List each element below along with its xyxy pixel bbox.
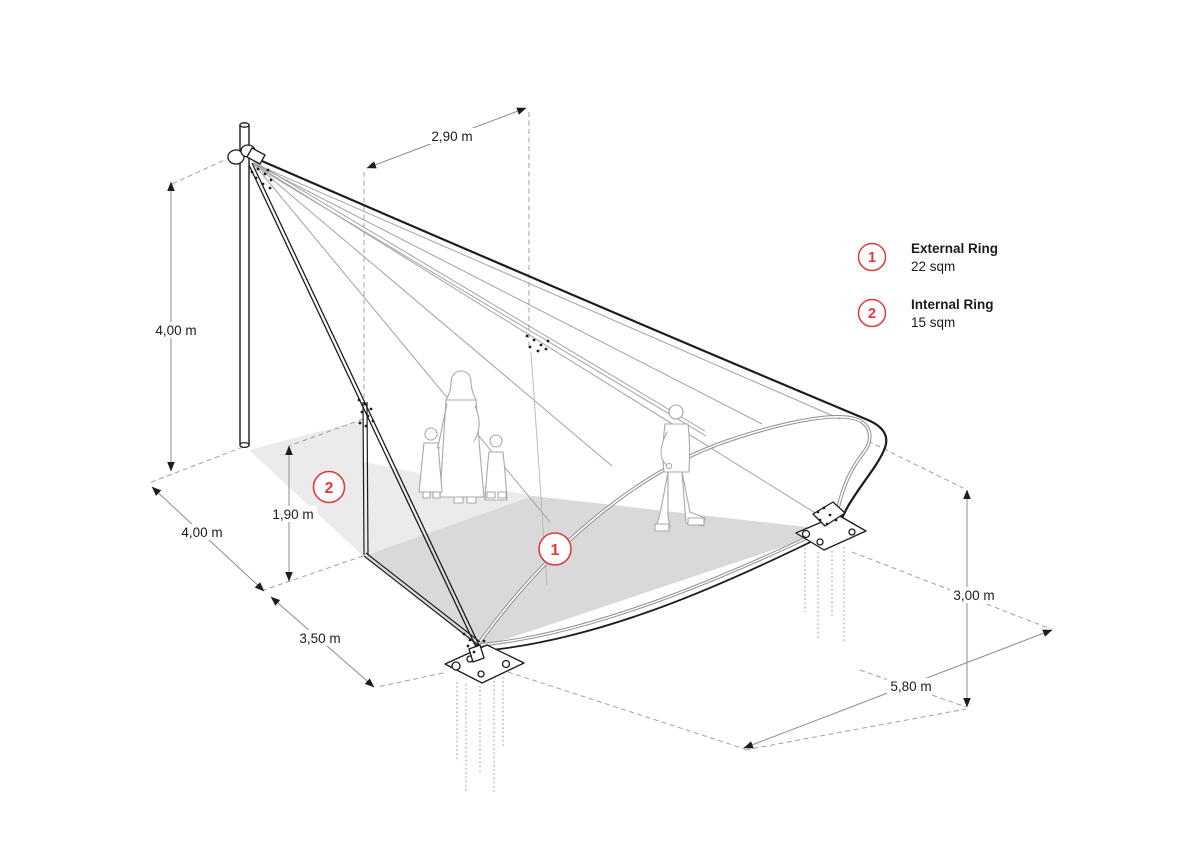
dimension-ground-back-edge: 4,00 m (151, 486, 265, 592)
external-ring-far-arc-core (478, 416, 871, 644)
stay-connector-bolts (357, 398, 375, 428)
mast (227, 122, 273, 449)
dimension-mast-height: 4,00 m (152, 181, 200, 472)
radial-cable (252, 162, 841, 420)
man-figure (654, 404, 706, 532)
right-anchor-bolts (816, 506, 838, 526)
dimension-label-ring-end-height: 3,00 m (953, 588, 994, 603)
membrane-left-edge (363, 552, 481, 646)
mast-base-cap (239, 441, 250, 449)
radial-cable (252, 162, 763, 425)
dimension-annotations: 2,90 m 4,00 m 4,00 m 1,90 m 3,50 m 3,00 … (151, 107, 1053, 749)
dimension-ring-end-height: 3,00 m (950, 489, 999, 708)
marker-external-ring: 1 (538, 532, 572, 566)
dimension-label-top-span: 2,90 m (431, 129, 472, 144)
membrane-bottom-edge (481, 530, 834, 652)
external-ring (477, 415, 872, 647)
internal-ring-edge-tube (362, 401, 369, 556)
right-ground-anchor (795, 501, 867, 642)
dimension-label-ground-front-edge: 3,50 m (299, 631, 340, 646)
dimension-label-mast-height: 4,00 m (155, 323, 196, 338)
external-ring-floor-shade (364, 496, 833, 648)
dimension-ground-front-edge: 3,50 m (270, 596, 375, 688)
dimension-ground-right-edge: 5,80 m (743, 629, 1053, 749)
internal-ring-wall-shade (249, 420, 363, 556)
floor-shading (249, 420, 833, 648)
ring-tip-extension-line (867, 440, 964, 489)
radial-strut-edge (252, 160, 706, 432)
membrane-top-edge (254, 156, 888, 525)
child-figure-left (418, 427, 443, 499)
legend-circle-1 (857, 242, 887, 272)
inner-top-extension-line (288, 418, 364, 447)
mast-top-extension-line (171, 156, 232, 185)
marker-circle-2 (312, 470, 346, 504)
dimension-label-ground-right-edge: 5,80 m (890, 679, 931, 694)
projection-lines (148, 112, 1052, 751)
radial-cable (252, 162, 834, 525)
external-ring-near-arc-core (479, 526, 831, 646)
front-anchor-left-extension-line (376, 672, 444, 688)
marker-internal-ring: 2 (312, 470, 346, 504)
internal-ring-floor-shade (364, 462, 533, 556)
front-anchor-pin (468, 644, 485, 663)
legend-area-internal-ring: 15 sqm (911, 315, 955, 330)
radial-cable (252, 162, 613, 467)
dimension-top-span: 2,90 m (366, 107, 527, 169)
ground-far-edge-line (744, 708, 967, 751)
legend-title-internal-ring: Internal Ring (911, 297, 994, 312)
people-figures (418, 370, 706, 532)
inner-bottom-extension-line (263, 555, 364, 591)
dimension-label-ground-back-edge: 4,00 m (181, 525, 222, 540)
membrane-cables (252, 160, 841, 586)
legend-number-1: 1 (868, 250, 876, 266)
legend: 1 External Ring 22 sqm 2 Internal Ring 1… (857, 241, 998, 330)
front-ground-anchor (444, 632, 525, 794)
marker-number-2: 2 (325, 480, 334, 497)
dimension-inner-edge-height: 1,90 m (269, 445, 317, 582)
legend-area-external-ring: 22 sqm (911, 259, 955, 274)
mast-top-cap (239, 122, 250, 128)
mast-base-extension-line (148, 446, 244, 484)
legend-title-external-ring: External Ring (911, 241, 998, 256)
child-figure-right (484, 434, 508, 501)
woman-figure (437, 370, 485, 504)
legend-circle-2 (857, 298, 887, 328)
front-anchor-right-extension-line (507, 671, 746, 750)
marker-circle-1 (538, 532, 572, 566)
cable-connector-bolts (525, 334, 550, 353)
membrane-edges (248, 156, 888, 652)
marker-number-1: 1 (551, 542, 560, 559)
legend-item-external-ring: 1 External Ring 22 sqm (857, 241, 998, 274)
drawing-markers: 2 1 (312, 470, 572, 566)
legend-item-internal-ring: 2 Internal Ring 15 sqm (857, 297, 994, 330)
dimension-label-inner-edge-height: 1,90 m (272, 507, 313, 522)
mast-head-assembly (227, 144, 273, 190)
legend-number-2: 2 (868, 306, 876, 322)
right-anchor-piles (804, 547, 845, 642)
front-anchor-bolts (462, 632, 486, 654)
front-anchor-piles (456, 677, 504, 794)
